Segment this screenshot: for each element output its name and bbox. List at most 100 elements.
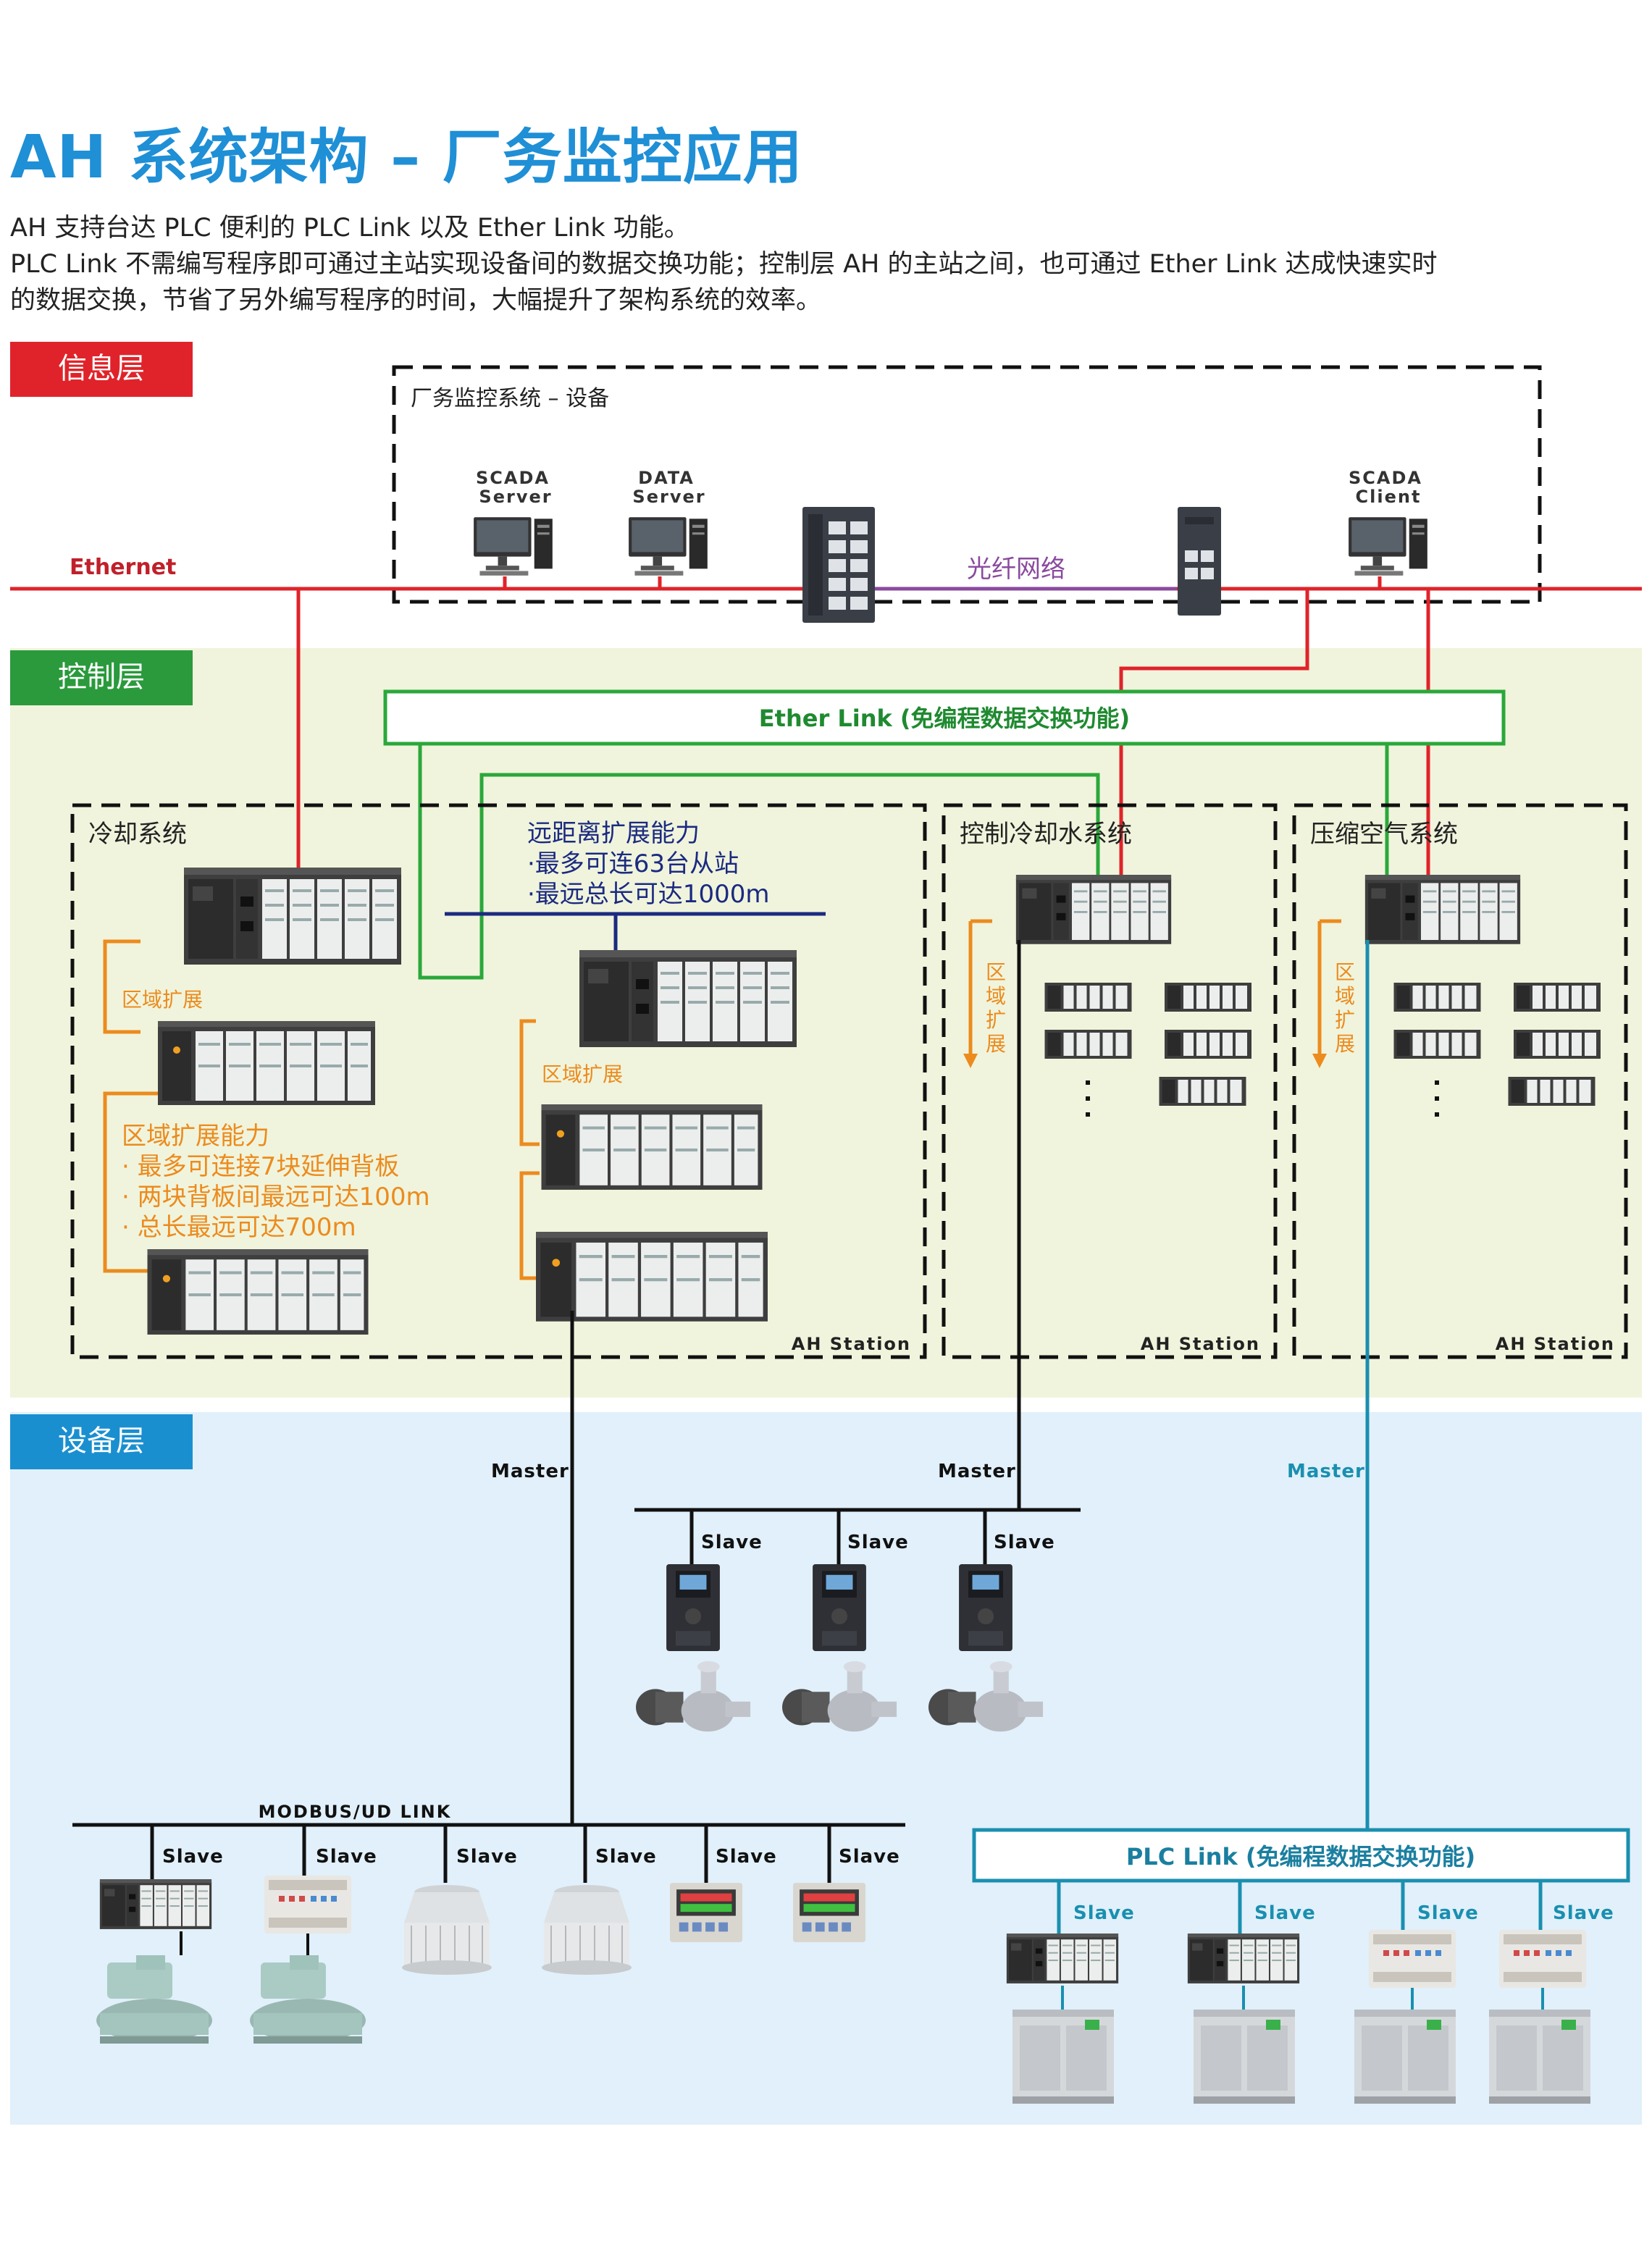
vfd-slave-label-2: Slave (847, 1532, 909, 1553)
control-layer-tag (10, 650, 193, 705)
intro-line-1: AH 支持台达 PLC 便利的 PLC Link 以及 Ether Link 功… (10, 214, 689, 243)
air-minirack-2 (1514, 983, 1601, 1012)
plclink-slave-label-3: Slave (1417, 1902, 1479, 1924)
remote-ability-line-2: ·最远总长可达1000m (527, 880, 769, 909)
cooling-tower-icon-1 (401, 1884, 492, 1976)
power-meter-icon-2 (793, 1883, 865, 1942)
cooling-ext-rack-2-icon (147, 1249, 369, 1335)
page-title: AH 系统架构 – 厂务监控应用 (10, 123, 803, 192)
chilled-main-rack-icon (1015, 875, 1172, 944)
remote-ext-rack-1-icon (541, 1104, 763, 1190)
chilled-minirack-1 (1044, 983, 1132, 1012)
cooling-ext-rack-1-icon (158, 1021, 375, 1105)
air-area-v1: 区 (1335, 960, 1355, 984)
chilled-minirack-5 (1159, 1077, 1246, 1106)
chilled-minirack-3 (1044, 1030, 1132, 1059)
modbus-slave-label-2: Slave (316, 1846, 377, 1868)
remote-rack-icon (579, 950, 797, 1047)
modbus-label: MODBUS/UD LINK (259, 1802, 452, 1822)
chilled-minirack-4 (1165, 1030, 1251, 1059)
air-compressor-icon-2 (1194, 2010, 1295, 2104)
plclink-compact-plc-icon-1 (1369, 1930, 1456, 1988)
vfd-icon-1 (666, 1564, 720, 1651)
modbus-slave-label-4: Slave (595, 1846, 657, 1868)
air-area-v4: 展 (1335, 1032, 1355, 1056)
air-station-label: AH Station (1496, 1334, 1615, 1354)
etherlink-label: Ether Link (免编程数据交换功能) (759, 705, 1130, 732)
plclink-compact-plc-icon-2 (1499, 1930, 1586, 1988)
chilled-area-v2: 域 (986, 984, 1006, 1008)
cooling-main-rack-icon (184, 868, 401, 965)
cooling-area-expand-label: 区域扩展 (122, 988, 203, 1012)
ethernet-label: Ethernet (70, 555, 176, 580)
modbus-slave-label-1: Slave (162, 1846, 224, 1868)
vfd-slave-label-1: Slave (701, 1532, 763, 1553)
device-layer-label: 设备层 (58, 1424, 145, 1458)
scada-client-label-1: SCADA (1349, 468, 1422, 488)
vfd-slave-label-3: Slave (994, 1532, 1055, 1553)
master-label-1: Master (491, 1461, 569, 1482)
etherlink-box (383, 689, 1506, 746)
power-meter-icon-1 (670, 1883, 742, 1942)
fiber-label: 光纤网络 (967, 555, 1065, 584)
compressed-air-system-box (1292, 803, 1628, 1359)
device-layer-tag (10, 1414, 193, 1469)
info-layer-label: 信息层 (58, 352, 145, 385)
scada-server-label-2: Server (479, 487, 552, 507)
scada-client-icon (1349, 517, 1427, 576)
air-minirack-1 (1393, 983, 1481, 1012)
intro-line-3: 的数据交换，节省了另外编写程序的时间，大幅提升了架构系统的效率。 (10, 286, 822, 315)
plclink-label: PLC Link (免编程数据交换功能) (1126, 1843, 1475, 1871)
remote-ext-rack-2-icon (536, 1232, 768, 1322)
area-ability-line-2: · 两块背板间最远可达100m (122, 1183, 430, 1212)
vfd-icon-3 (959, 1564, 1012, 1651)
plclink-box (972, 1828, 1630, 1883)
modbus-plc-rack-icon (99, 1879, 212, 1929)
master-label-2: Master (938, 1461, 1016, 1482)
air-area-v3: 扩 (1335, 1008, 1355, 1032)
fiber-switch-icon (1178, 507, 1221, 616)
master-label-3: Master (1287, 1461, 1365, 1482)
plclink-rack-icon-2 (1187, 1934, 1300, 1983)
air-minirack-5 (1508, 1077, 1596, 1106)
cooling-system-box (70, 803, 927, 1359)
network-switch-icon (802, 507, 875, 623)
modbus-slave-label-5: Slave (716, 1846, 777, 1868)
cooling-tower-icon-2 (541, 1884, 632, 1976)
chilled-area-v4: 展 (986, 1032, 1006, 1056)
remote-area-expand-label: 区域扩展 (542, 1062, 623, 1086)
info-layer-tag (10, 342, 193, 397)
plclink-slave-label-2: Slave (1254, 1902, 1316, 1924)
plclink-slave-label-1: Slave (1073, 1902, 1135, 1924)
remote-ability-line-1: ·最多可连63台从站 (527, 849, 739, 878)
scada-server-icon (474, 517, 553, 576)
air-compressor-icon-3 (1354, 2010, 1456, 2104)
chilled-water-system-box (942, 803, 1278, 1359)
data-server-label-2: Server (632, 487, 705, 507)
compressed-air-system-title: 压缩空气系统 (1310, 820, 1458, 849)
intro-line-2: PLC Link 不需编写程序即可通过主站实现设备间的数据交换功能；控制层 AH… (10, 250, 1438, 279)
chilled-station-label: AH Station (1141, 1334, 1260, 1354)
area-ability-line-3: · 总长最远可达700m (122, 1213, 356, 1242)
remote-ability-title: 远距离扩展能力 (527, 819, 700, 848)
air-compressor-icon-1 (1012, 2010, 1114, 2104)
scada-server-label-1: SCADA (476, 468, 550, 488)
plclink-rack-icon-1 (1006, 1934, 1119, 1983)
cooling-system-title: 冷却系统 (88, 820, 187, 849)
info-group-title: 厂务监控系统 – 设备 (411, 386, 609, 411)
air-minirack-4 (1514, 1030, 1601, 1059)
air-area-v2: 域 (1335, 984, 1355, 1008)
air-minirack-3 (1393, 1030, 1481, 1059)
chilled-area-v1: 区 (986, 960, 1006, 984)
cooling-station-label: AH Station (792, 1334, 911, 1354)
modbus-slave-label-6: Slave (839, 1846, 900, 1868)
data-server-label-1: DATA (638, 468, 695, 488)
air-compressor-icon-4 (1489, 2010, 1590, 2104)
modbus-slave-label-3: Slave (456, 1846, 518, 1868)
chilled-water-system-title: 控制冷却水系统 (960, 820, 1132, 849)
info-group-box (392, 365, 1542, 604)
plclink-slave-label-4: Slave (1553, 1902, 1614, 1924)
vfd-icon-2 (813, 1564, 866, 1651)
chilled-area-v3: 扩 (986, 1008, 1006, 1032)
